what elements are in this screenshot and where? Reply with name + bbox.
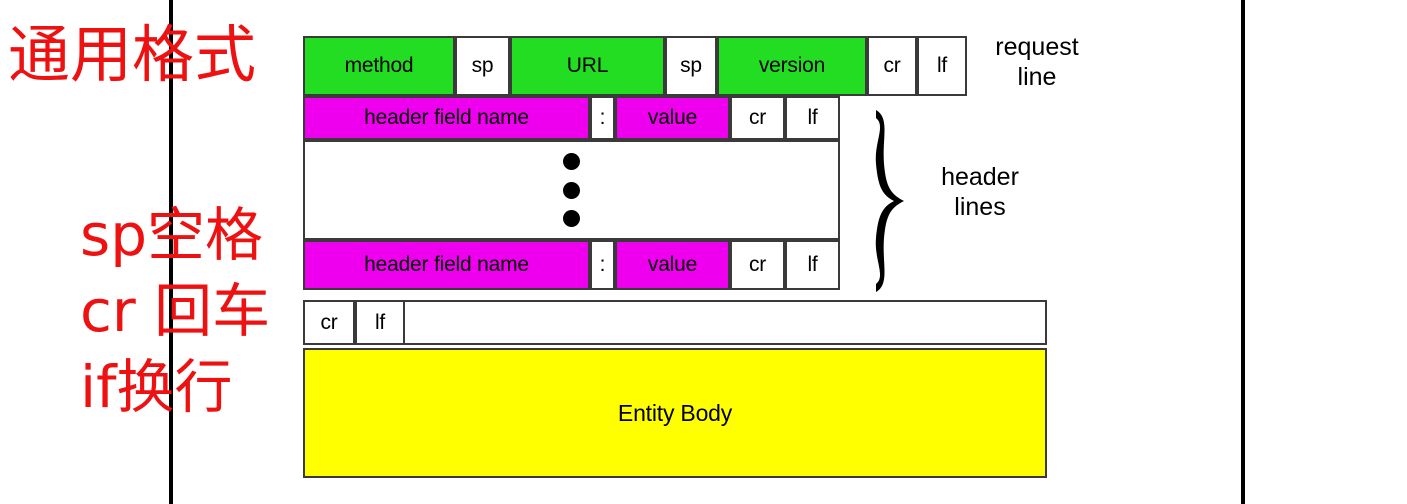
cell-cr-header-first: cr: [730, 96, 785, 140]
cell-version: version: [717, 36, 867, 96]
annotation-lf-meaning: if换行: [80, 353, 233, 421]
cell-entity-body: Entity Body: [303, 348, 1047, 478]
cell-cr-request-line: cr: [867, 36, 917, 96]
cell-header-field-name-last: header field name: [303, 240, 590, 290]
cell-value-last: value: [615, 240, 730, 290]
label-request-line: request line: [995, 33, 1079, 91]
curly-brace-icon: [875, 110, 904, 292]
cell-sp-2: sp: [665, 36, 717, 96]
cell-cr-blank-line: cr: [303, 300, 355, 345]
page-rule-right: [1241, 0, 1245, 504]
cell-url: URL: [510, 36, 665, 96]
annotation-general-format: 通用格式: [8, 18, 257, 91]
cell-method: method: [303, 36, 455, 96]
cell-lf-header-last: lf: [785, 240, 840, 290]
ellipsis-dot: [563, 181, 580, 199]
annotation-cr-meaning: cr 回车: [80, 277, 271, 345]
annotation-sp-meaning: sp空格: [80, 201, 264, 269]
cell-sp-1: sp: [455, 36, 510, 96]
cell-lf-header-first: lf: [785, 96, 840, 140]
page-rule-left: [169, 0, 173, 504]
cell-lf-request-line: lf: [917, 36, 967, 96]
cell-colon-last: :: [590, 240, 615, 290]
cell-cr-header-last: cr: [730, 240, 785, 290]
header-lines-ellipsis: [303, 140, 840, 240]
label-header-lines: header lines: [941, 163, 1019, 221]
ellipsis-dot: [563, 153, 580, 171]
ellipsis-dot: [563, 209, 580, 227]
cell-value-first: value: [615, 96, 730, 140]
cell-colon-first: :: [590, 96, 615, 140]
cell-lf-blank-line: lf: [355, 300, 405, 345]
cell-header-field-name-first: header field name: [303, 96, 590, 140]
blank-line-filler: [405, 300, 1047, 345]
